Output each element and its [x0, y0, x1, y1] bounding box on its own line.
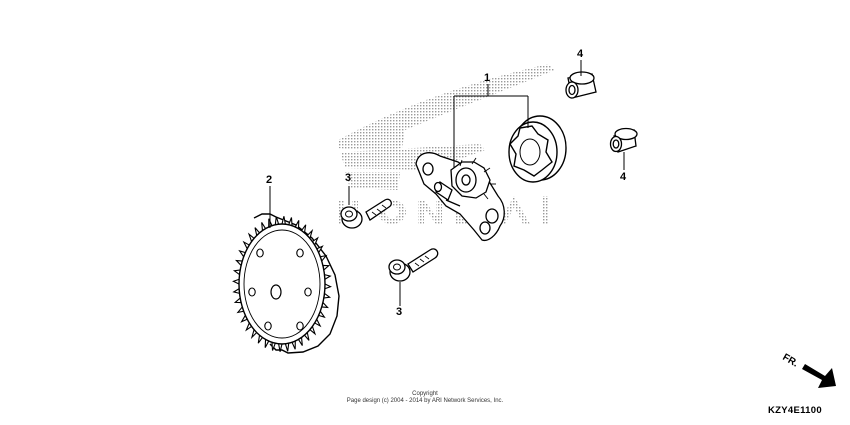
dowel-pin-lower — [609, 127, 638, 153]
flange-bolt-lower — [388, 248, 439, 282]
honda-wing-logo-watermark — [338, 64, 555, 224]
diagram-code: KZY4E1100 — [768, 405, 822, 416]
gear-tooth — [281, 216, 287, 225]
callout-3-upper: 3 — [345, 172, 352, 184]
flange-bolt-upper — [340, 198, 392, 229]
forward-arrow-icon — [802, 364, 836, 388]
callout-3-lower: 3 — [396, 306, 403, 318]
gear-tooth — [232, 278, 240, 285]
callout-4-upper: 4 — [577, 48, 584, 60]
oil-pump-rotor — [508, 115, 567, 183]
callout-1: 1 — [484, 72, 491, 84]
oil-pump-driven-gear — [232, 213, 340, 354]
copyright-line-2: Page design (c) 2004 - 2014 by ARI Netwo… — [346, 398, 504, 404]
callout-2: 2 — [266, 174, 273, 186]
callout-4-lower: 4 — [620, 171, 627, 183]
leader-lines — [269, 60, 625, 306]
dowel-pin-upper — [565, 71, 597, 99]
copyright-notice: Copyright Page design (c) 2004 - 2014 by… — [300, 391, 550, 405]
oil-pump-assembly — [415, 152, 505, 242]
copyright-line-1: Copyright — [412, 391, 438, 397]
